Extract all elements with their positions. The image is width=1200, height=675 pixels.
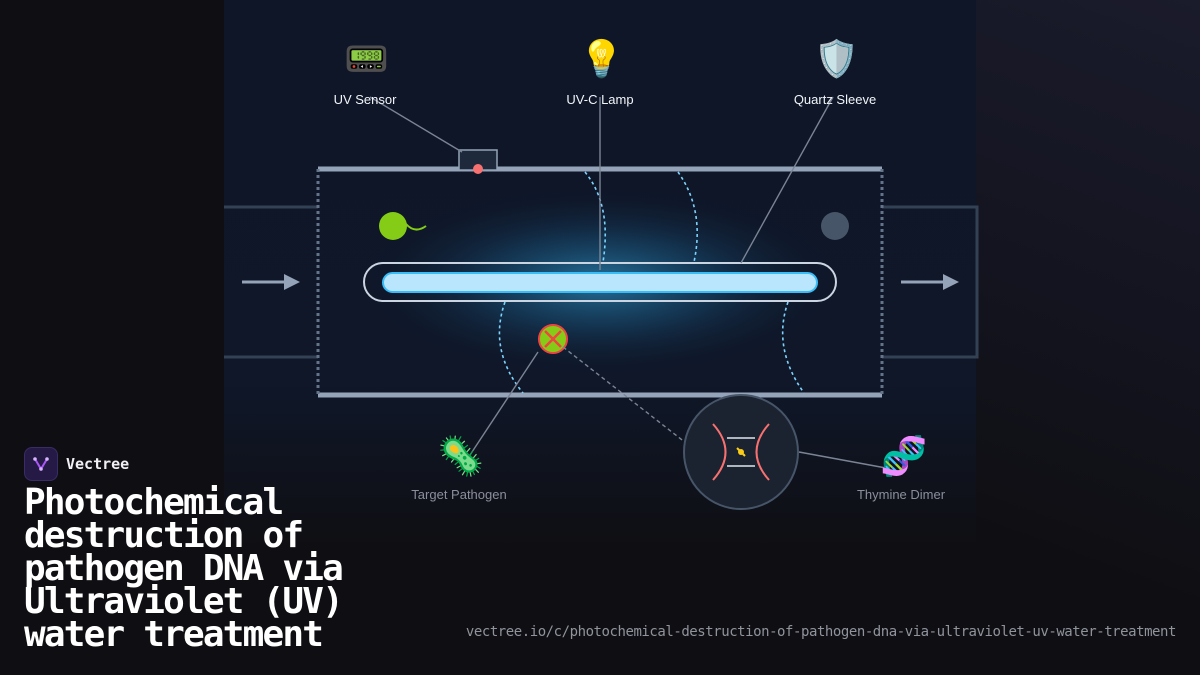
magnify-leader <box>562 346 687 444</box>
leader-lines <box>369 96 887 469</box>
uv-sensor-led <box>473 164 483 174</box>
brand-logo <box>24 447 58 481</box>
target-pathogen-label: Target Pathogen <box>411 487 507 502</box>
uvc-lamp-icon: 💡 <box>579 39 624 80</box>
live-pathogen <box>379 212 427 240</box>
inlet-pipe <box>224 205 318 359</box>
dna-magnifier <box>683 394 799 510</box>
damaged-pathogen <box>538 324 568 354</box>
brand[interactable]: Vectree <box>24 447 129 481</box>
uv-sensor-icon: 📟 <box>344 39 389 80</box>
target-pathogen-icon: 🦠 <box>437 434 485 478</box>
thymine-dimer-label: Thymine Dimer <box>856 487 946 502</box>
uv-sensor-label: UV Sensor <box>333 92 397 107</box>
inflow-arrow <box>242 274 300 290</box>
vectree-logo-icon <box>33 457 49 471</box>
inactivated-pathogen <box>821 212 849 240</box>
page-url[interactable]: vectree.io/c/photochemical-destruction-o… <box>465 624 1177 640</box>
brand-name: Vectree <box>66 455 130 473</box>
uvc-lamp-label: UV-C Lamp <box>566 92 634 107</box>
quartz-sleeve-label: Quartz Sleeve <box>793 92 877 107</box>
outflow-arrow <box>901 274 959 290</box>
quartz-sleeve-icon: 🛡️ <box>814 39 859 80</box>
right-background-panel <box>976 0 1200 675</box>
uvc-lamp-tube <box>382 272 818 293</box>
thymine-dimer-icon: 🧬 <box>880 434 928 478</box>
outlet-pipe <box>882 205 979 359</box>
page-title: Photochemical destruction of pathogen DN… <box>24 482 344 655</box>
